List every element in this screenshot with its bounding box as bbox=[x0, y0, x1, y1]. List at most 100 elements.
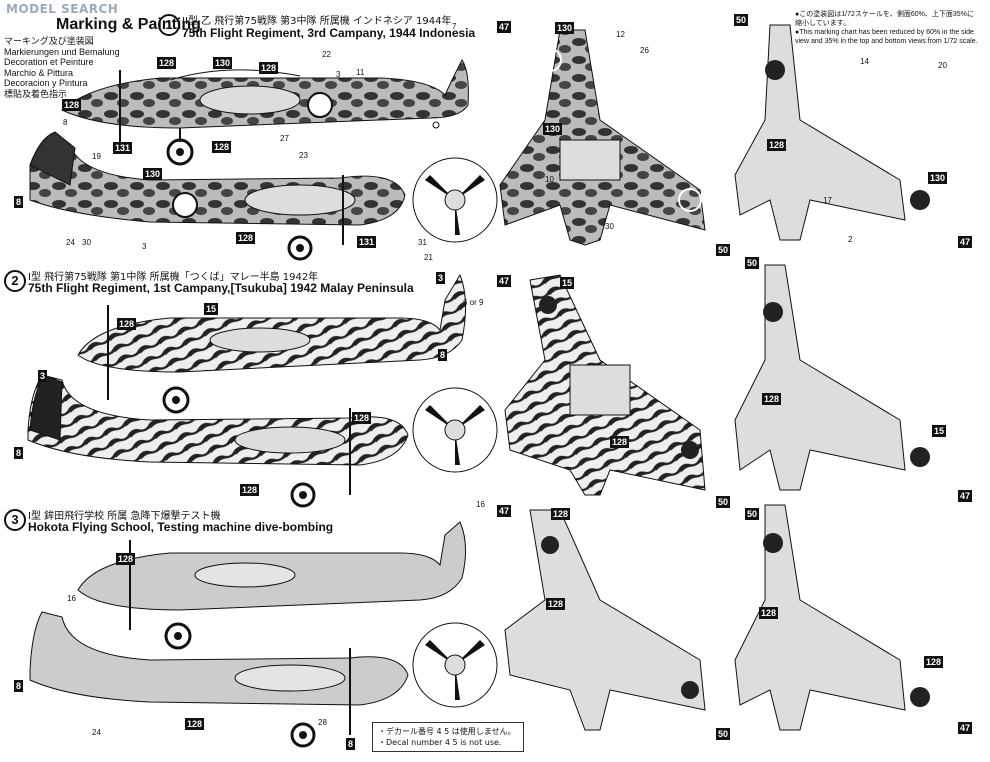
decal-128: 128 bbox=[240, 484, 260, 496]
decal-50: 50 bbox=[716, 244, 731, 256]
decal-128: 128 bbox=[259, 62, 279, 74]
scale-note-jp: ●この塗装図は1/72スケールを、側面60%、上下面35%に縮小しています。 bbox=[795, 11, 974, 27]
s3-side-lower bbox=[29, 611, 409, 748]
decal-3: 3 bbox=[436, 272, 446, 284]
decal-47: 47 bbox=[958, 236, 973, 248]
section-3-number: 3 bbox=[4, 509, 26, 531]
callout-2: 2 bbox=[848, 235, 853, 244]
callout-16: 16 bbox=[476, 500, 485, 509]
callout-12: 12 bbox=[616, 30, 625, 39]
callout-8: 8 bbox=[63, 118, 68, 127]
callout-6or9: 6 or 9 bbox=[463, 298, 484, 307]
s1-bottom-view bbox=[734, 24, 930, 241]
decal-8: 8 bbox=[14, 447, 24, 459]
decal-8: 8 bbox=[438, 349, 448, 361]
s2-side-upper bbox=[77, 273, 467, 414]
decal-15: 15 bbox=[932, 425, 947, 437]
callout-11: 11 bbox=[356, 68, 365, 77]
decal-8: 8 bbox=[14, 680, 24, 692]
lang-item: Markierungen und Bemalung bbox=[4, 46, 120, 57]
decal-128: 128 bbox=[116, 553, 136, 565]
callout-20: 20 bbox=[938, 61, 947, 70]
lang-item: Decoracion y Pintura bbox=[4, 78, 88, 88]
s1-propeller-detail bbox=[412, 157, 498, 243]
section-3-en: Hokota Flying School, Testing machine di… bbox=[28, 520, 334, 534]
decal-note-en: ・Decal number 4 5 is not use. bbox=[378, 738, 502, 747]
s2-bottom-view bbox=[734, 264, 930, 491]
decal-130: 130 bbox=[213, 57, 233, 69]
decal-15: 15 bbox=[560, 277, 575, 289]
decal-128: 128 bbox=[157, 57, 177, 69]
s1-side-upper bbox=[61, 59, 469, 166]
decal-128: 128 bbox=[924, 656, 944, 668]
section-2-jp: I型 飛行第75戦隊 第1中隊 所属機「つくば」マレー半島 1942年 bbox=[28, 272, 319, 283]
callout-30: 30 bbox=[605, 222, 614, 231]
decal-50: 50 bbox=[745, 508, 760, 520]
lang-item: 標貼及着色指示 bbox=[4, 88, 68, 99]
callout-22: 22 bbox=[322, 50, 331, 59]
callout-24: 24 bbox=[66, 238, 75, 247]
decal-3: 3 bbox=[38, 370, 48, 382]
s2-top-view bbox=[504, 274, 706, 496]
decal-131: 131 bbox=[357, 236, 377, 248]
language-list: マーキング及び塗装図 Markierungen und Bemalung Dec… bbox=[4, 36, 120, 99]
callout-21: 21 bbox=[424, 253, 433, 262]
decal-130: 130 bbox=[543, 123, 563, 135]
lang-item: マーキング及び塗装図 bbox=[4, 36, 94, 46]
decal-130: 130 bbox=[555, 22, 575, 34]
decal-128: 128 bbox=[236, 232, 256, 244]
callout-23: 23 bbox=[299, 151, 308, 160]
decal-128: 128 bbox=[759, 607, 779, 619]
callout-3: 3 bbox=[142, 242, 147, 251]
section-1-jp: II型 乙 飛行第75戦隊 第3中隊 所属機 インドネシア 1944年 bbox=[182, 16, 452, 27]
decal-128: 128 bbox=[767, 139, 787, 151]
s3-bottom-view bbox=[734, 504, 930, 731]
decal-128: 128 bbox=[762, 393, 782, 405]
s1-top-view bbox=[499, 29, 706, 246]
decal-128: 128 bbox=[212, 141, 232, 153]
decal-usage-note: ・デカール番号 4 5 は使用しません。 ・Decal number 4 5 i… bbox=[372, 722, 524, 752]
callout-26: 26 bbox=[640, 46, 649, 55]
callout-31: 31 bbox=[418, 238, 427, 247]
decal-128: 128 bbox=[551, 508, 571, 520]
s2-side-lower bbox=[27, 374, 409, 508]
callout-3: 3 bbox=[336, 70, 341, 79]
watermark: MODEL SEARCH bbox=[6, 2, 119, 16]
section-2-en: 75th Flight Regiment, 1st Campany,[Tsuku… bbox=[28, 281, 414, 295]
decal-50: 50 bbox=[716, 496, 731, 508]
decal-130: 130 bbox=[143, 168, 163, 180]
decal-128: 128 bbox=[546, 598, 566, 610]
section-1-number: 1 bbox=[158, 14, 180, 36]
scale-note: ●この塗装図は1/72スケールを、側面60%、上下面35%に縮小しています。 ●… bbox=[795, 10, 980, 46]
callout-17: 17 bbox=[823, 196, 832, 205]
decal-130: 130 bbox=[928, 172, 948, 184]
s3-side-upper bbox=[77, 521, 466, 650]
callout-14: 14 bbox=[860, 57, 869, 66]
decal-128: 128 bbox=[352, 412, 372, 424]
callout-30: 30 bbox=[82, 238, 91, 247]
decal-note-jp: ・デカール番号 4 5 は使用しません。 bbox=[378, 727, 516, 736]
callout-19: 19 bbox=[92, 152, 101, 161]
scale-note-en: ●This marking chart has been reduced by … bbox=[795, 29, 978, 45]
decal-8: 8 bbox=[14, 196, 24, 208]
callout-7: 7 bbox=[452, 22, 457, 31]
decal-15: 15 bbox=[204, 303, 219, 315]
callout-10: 10 bbox=[545, 175, 554, 184]
section-3-jp: I型 鉾田飛行学校 所属 急降下爆撃テスト機 bbox=[28, 511, 221, 522]
decal-47: 47 bbox=[497, 21, 512, 33]
s2-propeller-detail bbox=[412, 387, 498, 473]
decal-128: 128 bbox=[117, 318, 137, 330]
callout-27: 27 bbox=[280, 134, 289, 143]
decal-47: 47 bbox=[958, 722, 973, 734]
decal-128: 128 bbox=[610, 436, 630, 448]
s1-side-lower bbox=[29, 131, 406, 261]
decal-47: 47 bbox=[958, 490, 973, 502]
decal-50: 50 bbox=[716, 728, 731, 740]
decal-131: 131 bbox=[113, 142, 133, 154]
decal-50: 50 bbox=[734, 14, 749, 26]
decal-8: 8 bbox=[346, 738, 356, 750]
decal-47: 47 bbox=[497, 275, 512, 287]
callout-24: 24 bbox=[92, 728, 101, 737]
s3-propeller-detail bbox=[412, 622, 498, 708]
